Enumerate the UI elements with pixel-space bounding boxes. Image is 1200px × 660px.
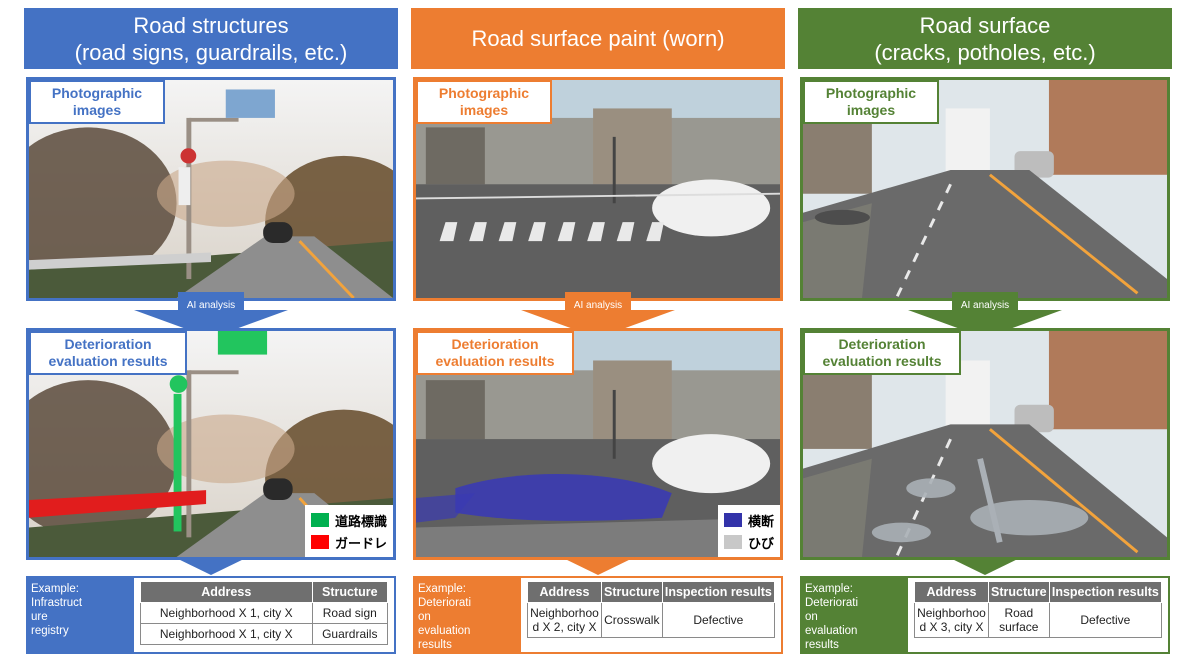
legend-label: 横断: [747, 513, 774, 529]
table-cell: Defective: [1048, 602, 1163, 638]
table-cell: Neighborhood X 1, city X: [140, 623, 313, 645]
table-cell: Neighborhood X 1, city X: [140, 602, 313, 624]
legend-item: 道路標識: [310, 509, 387, 531]
table-header-cell: Address: [914, 581, 989, 603]
legend-swatch: [310, 513, 329, 527]
table-cell: Guardrails: [311, 623, 389, 645]
ai-analysis-label: AI analysis: [573, 300, 623, 311]
road-photo: [803, 80, 1167, 298]
legend-swatch: [310, 535, 329, 549]
table-cell: Road sign: [311, 602, 389, 624]
column-0: Road structures(road signs, guardrails, …: [24, 8, 398, 658]
legend-swatch: [723, 513, 742, 527]
legend-swatch: [723, 535, 742, 549]
legend-label: ひび: [747, 535, 774, 551]
output-arrow: [948, 557, 1022, 575]
table-cell: Defective: [661, 602, 776, 638]
output-arrow: [174, 557, 248, 575]
table-header-cell: Structure: [311, 581, 389, 603]
ai-analysis-arrow: AI analysis: [134, 292, 288, 338]
detection-legend: 横断ひび: [717, 505, 780, 557]
legend-item: 横断: [723, 509, 774, 531]
table-header-cell: Address: [527, 581, 602, 603]
table-header-cell: Inspection results: [1048, 581, 1163, 603]
detection-legend: 道路標識ガードレ: [304, 505, 393, 557]
table-header-cell: Inspection results: [661, 581, 776, 603]
legend-label: ガードレ: [334, 535, 387, 551]
ai-analysis-arrow: AI analysis: [521, 292, 675, 338]
column-2: Road surface(cracks, potholes, etc.) Phot…: [798, 8, 1172, 658]
ai-analysis-label: AI analysis: [960, 300, 1010, 311]
column-header: Road structures(road signs, guardrails, …: [24, 8, 398, 69]
column-header: Road surface(cracks, potholes, etc.): [798, 8, 1172, 69]
ai-analysis-label: AI analysis: [186, 300, 236, 311]
legend-item: ひび: [723, 531, 774, 553]
column-header: Road surface paint (worn): [411, 8, 785, 69]
table-header-cell: Address: [140, 581, 313, 603]
road-photo: [29, 80, 393, 298]
table-header-cell: Structure: [600, 581, 663, 603]
legend-item: ガードレ: [310, 531, 387, 553]
ai-analysis-arrow: AI analysis: [908, 292, 1062, 338]
table-header-cell: Structure: [987, 581, 1050, 603]
analyzed-road-photo: [803, 331, 1167, 557]
output-arrow: [561, 557, 635, 575]
legend-label: 道路標識: [334, 513, 387, 529]
table-cell: Crosswalk: [600, 602, 663, 638]
